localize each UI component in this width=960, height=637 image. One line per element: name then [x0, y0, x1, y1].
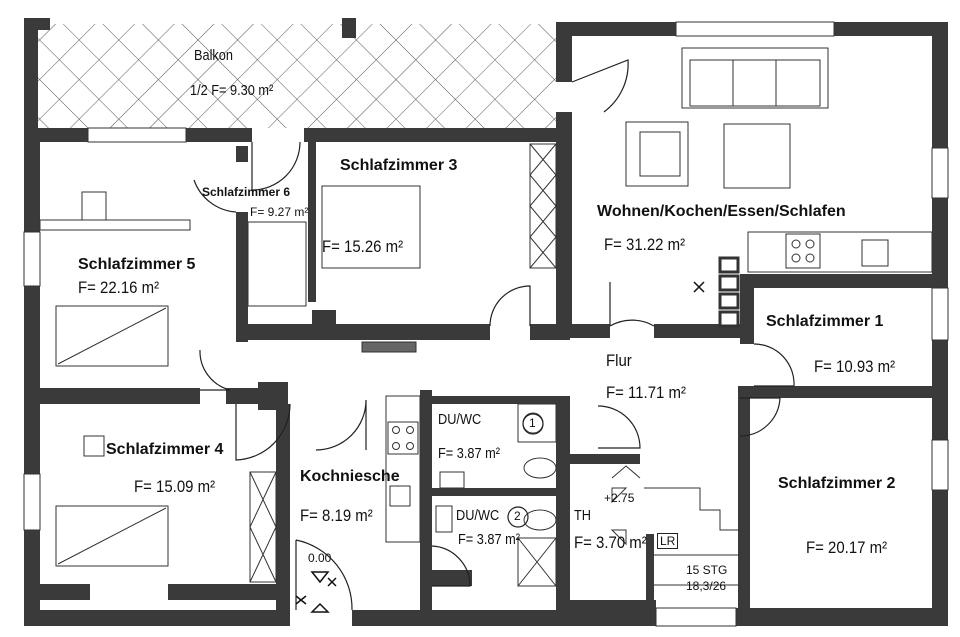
walls — [24, 18, 948, 626]
room-area-schlaf3: F= 15.26 m² — [322, 237, 404, 256]
room-area-th: F= 3.70 m² — [574, 533, 647, 552]
chimney — [718, 256, 740, 328]
doors — [193, 59, 795, 611]
room-name-schlaf3: Schlafzimmer 3 — [340, 157, 458, 174]
room-area-kochniesche: F= 8.19 m² — [300, 506, 373, 525]
room-name-flur: Flur — [606, 351, 632, 370]
room-area-duwc2: F= 3.87 m² — [458, 531, 521, 548]
room-area-duwc1: F= 3.87 m² — [438, 445, 501, 462]
room-area-schlaf5: F= 22.16 m² — [78, 278, 160, 297]
room-area-schlaf1: F= 10.93 m² — [814, 357, 896, 376]
room-name-kochniesche: Kochniesche — [300, 468, 400, 485]
room-name-schlaf6: Schlafzimmer 6 — [202, 185, 291, 199]
stair-steps: 15 STG — [686, 563, 728, 577]
room-name-duwc1: DU/WC — [438, 411, 482, 428]
room-name-wohnen: Wohnen/Kochen/Essen/Schlafen — [597, 203, 846, 220]
balcony-area — [36, 24, 556, 128]
balcony-name: Balkon — [194, 47, 233, 64]
room-area-schlaf6: F= 9.27 m² — [250, 205, 309, 219]
room-name-duwc2: DU/WC — [456, 507, 500, 524]
room-name-schlaf2: Schlafzimmer 2 — [778, 475, 896, 492]
stair-dims: 18,3/26 — [686, 579, 727, 593]
stair-lr: LR — [657, 533, 679, 549]
bath-markers — [507, 413, 544, 528]
entrance-level: 0.00 — [308, 551, 332, 565]
room-name-schlaf1: Schlafzimmer 1 — [766, 313, 884, 330]
room-area-wohnen: F= 31.22 m² — [604, 235, 686, 254]
room-number-duwc1: 1 — [529, 416, 536, 430]
room-area-schlaf4: F= 15.09 m² — [134, 477, 216, 496]
windows — [23, 21, 949, 627]
room-name-schlaf5: Schlafzimmer 5 — [78, 256, 196, 273]
room-number-duwc2: 2 — [514, 509, 521, 523]
stair-level-top: +2.75 — [604, 491, 635, 505]
room-area-flur: F= 11.71 m² — [606, 383, 686, 402]
furniture — [39, 47, 933, 587]
room-name-th: TH — [574, 507, 591, 524]
room-area-schlaf2: F= 20.17 m² — [806, 538, 888, 557]
room-name-schlaf4: Schlafzimmer 4 — [106, 441, 224, 458]
balcony-area-label: 1/2 F= 9.30 m² — [190, 82, 274, 99]
entrance-marker — [295, 281, 705, 613]
